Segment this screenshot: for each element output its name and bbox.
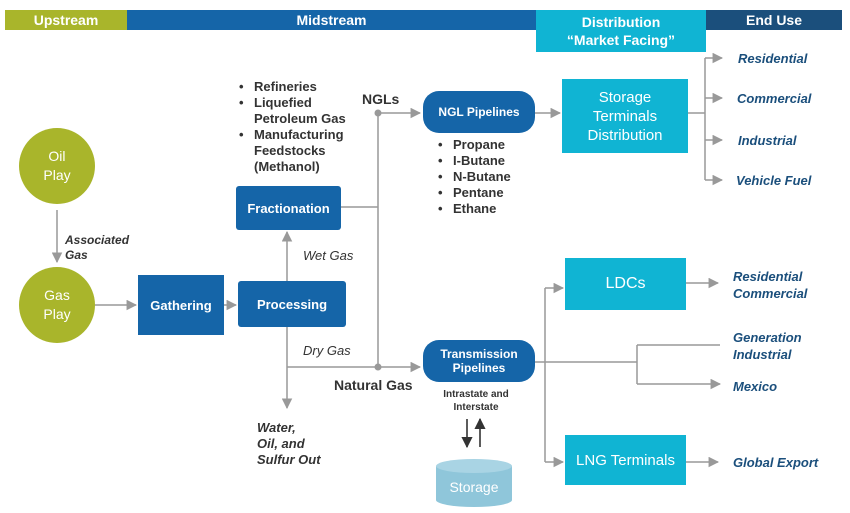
- sulfur-out-line: Sulfur Out: [257, 452, 321, 467]
- associated-gas-line1: Associated: [65, 233, 130, 247]
- storage-node: Storage: [449, 479, 499, 495]
- end-use-global-export: Global Export: [733, 455, 819, 470]
- end-use-commercial: Commercial: [737, 91, 812, 106]
- distribution-header-line2: “Market Facing”: [566, 32, 676, 48]
- intrastate-interstate-label: Intrastate and Interstate: [432, 388, 520, 414]
- list-item: Ethane: [437, 201, 511, 217]
- lng-terminals-node: LNG Terminals: [565, 435, 686, 485]
- list-item: N-Butane: [437, 169, 511, 185]
- dry-gas-label: Dry Gas: [303, 343, 351, 358]
- ngl-products-list: Propane I-Butane N-Butane Pentane Ethane: [437, 137, 511, 217]
- water-line: Water,: [257, 420, 296, 435]
- gas-play-line2: Play: [43, 306, 71, 322]
- oil-play-line2: Play: [43, 167, 71, 183]
- list-item: Refineries: [238, 79, 368, 95]
- end-use-vehicle-fuel: Vehicle Fuel: [736, 173, 812, 188]
- distribution-header: Distribution “Market Facing”: [536, 10, 706, 52]
- ngls-label: NGLs: [362, 91, 400, 107]
- list-item: Manufacturing Feedstocks (Methanol): [238, 127, 368, 175]
- intrastate-line: Intrastate and: [443, 389, 509, 400]
- end-use-header: End Use: [706, 10, 842, 30]
- end-use-ldc-commercial: Commercial: [733, 286, 808, 301]
- transmission-line2: Pipelines: [452, 361, 506, 375]
- associated-gas-line2: Gas: [65, 248, 88, 262]
- list-item: Pentane: [437, 185, 511, 201]
- distribution-header-line1: Distribution: [581, 14, 661, 30]
- associated-gas-label: Associated Gas: [65, 233, 129, 263]
- gas-play-line1: Gas: [44, 287, 70, 303]
- ldcs-node: LDCs: [565, 258, 686, 310]
- list-item: Propane: [437, 137, 511, 153]
- transmission-pipelines-node: Transmission Pipelines: [423, 340, 535, 382]
- gathering-node: Gathering: [138, 275, 224, 335]
- storage-terminals-distribution-node: Storage Terminals Distribution: [562, 79, 688, 153]
- water-oil-sulfur-label: Water, Oil, and Sulfur Out: [257, 420, 321, 468]
- oil-play-line1: Oil: [48, 148, 66, 164]
- end-use-industrial: Industrial: [738, 133, 797, 148]
- natural-gas-label: Natural Gas: [334, 377, 413, 393]
- oil-play-node: Oil Play: [19, 128, 95, 204]
- fractionation-node: Fractionation: [236, 186, 341, 230]
- std-line3: Distribution: [587, 126, 663, 144]
- wet-gas-label: Wet Gas: [303, 248, 354, 263]
- end-use-mexico: Mexico: [733, 379, 778, 394]
- end-use-generation: Generation: [733, 330, 802, 345]
- midstream-header: Midstream: [127, 10, 536, 30]
- processing-node: Processing: [238, 281, 346, 327]
- end-use-ldc-group: Residential Commercial: [733, 268, 807, 302]
- std-line1: Storage: [598, 88, 652, 106]
- gas-play-node: Gas Play: [19, 267, 95, 343]
- list-item: I-Butane: [437, 153, 511, 169]
- oil-and-line: Oil, and: [257, 436, 305, 451]
- ngl-pipelines-node: NGL Pipelines: [423, 91, 535, 133]
- upstream-header: Upstream: [5, 10, 127, 30]
- storage-cylinder-shape: [436, 459, 512, 507]
- interstate-line: Interstate: [453, 402, 499, 413]
- fractionation-outputs-list: Refineries Liquefied Petroleum Gas Manuf…: [238, 79, 368, 175]
- list-item: Liquefied Petroleum Gas: [238, 95, 368, 127]
- std-line2: Terminals: [592, 107, 658, 125]
- end-use-transmission-group: Generation Industrial: [733, 329, 802, 363]
- end-use-transmission-industrial: Industrial: [733, 347, 792, 362]
- transmission-line1: Transmission: [440, 347, 518, 361]
- end-use-ldc-residential: Residential: [733, 269, 803, 284]
- end-use-residential: Residential: [738, 51, 808, 66]
